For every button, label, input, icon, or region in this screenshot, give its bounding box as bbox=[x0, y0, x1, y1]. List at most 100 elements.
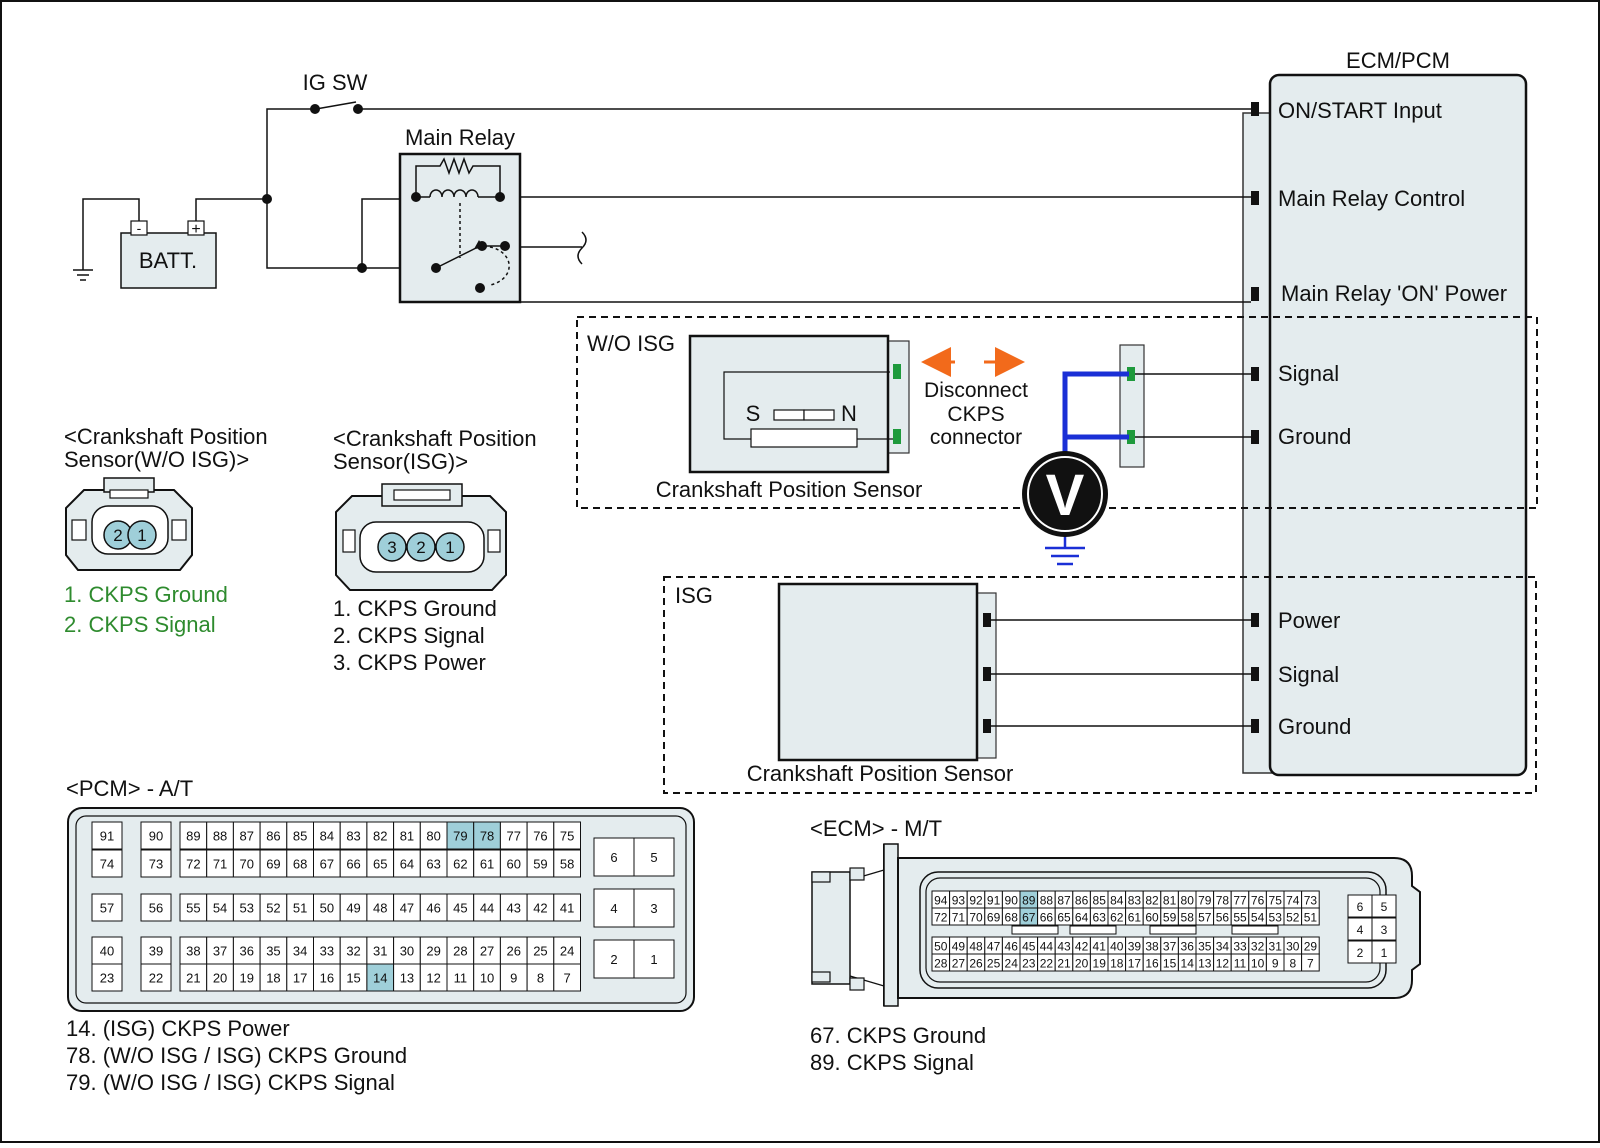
pin-number: 87 bbox=[240, 829, 254, 844]
pin-number: 84 bbox=[1110, 894, 1124, 908]
pin-number: 49 bbox=[952, 940, 966, 954]
pin-number: 70 bbox=[240, 857, 254, 872]
pin-number: 64 bbox=[400, 857, 414, 872]
pin-number: 77 bbox=[1233, 894, 1247, 908]
pcm-legend-3: 79. (W/O ISG / ISG) CKPS Signal bbox=[66, 1070, 395, 1095]
pcm-legend-1: 14. (ISG) CKPS Power bbox=[66, 1016, 290, 1041]
battery-negative: - bbox=[137, 220, 142, 236]
pin-number: 18 bbox=[1110, 957, 1124, 971]
pin-number: 7 bbox=[1307, 957, 1314, 971]
pin-cell bbox=[91, 821, 123, 850]
pin-number: 71 bbox=[213, 857, 227, 872]
pin-number: 6 bbox=[1357, 900, 1364, 914]
pin-number: 15 bbox=[346, 971, 360, 986]
pin-number: 94 bbox=[934, 894, 948, 908]
pin-number: 74 bbox=[100, 857, 114, 872]
pcm-title: <PCM> - A/T bbox=[66, 776, 193, 801]
pin-number: 32 bbox=[346, 944, 360, 959]
pin-number: 76 bbox=[1251, 894, 1265, 908]
pin-cell bbox=[633, 837, 675, 877]
isg-label: ISG bbox=[675, 583, 713, 608]
wo-isg-dashed-frame bbox=[576, 316, 1538, 509]
disconnect-text-2: CKPS bbox=[947, 403, 1004, 426]
pin-cell bbox=[206, 849, 234, 878]
pin-number: 4 bbox=[610, 901, 617, 916]
pin-number: 29 bbox=[1304, 940, 1318, 954]
pin-number: 13 bbox=[400, 971, 414, 986]
pin-number: 80 bbox=[426, 829, 440, 844]
pin-number: 57 bbox=[100, 901, 114, 916]
sensor-isg-caption: Crankshaft Position Sensor bbox=[747, 761, 1014, 786]
pin-cell bbox=[339, 936, 368, 965]
pin-number: 51 bbox=[1304, 911, 1318, 925]
pin-number: 80 bbox=[1181, 894, 1195, 908]
pin-number: 58 bbox=[1181, 911, 1195, 925]
pin-number: 21 bbox=[1057, 957, 1071, 971]
pin-number: 19 bbox=[1093, 957, 1107, 971]
pin-number: 8 bbox=[537, 971, 544, 986]
pin-number: 92 bbox=[969, 894, 983, 908]
pin-number: 56 bbox=[1216, 911, 1230, 925]
pin-number: 68 bbox=[293, 857, 307, 872]
pin-number: 40 bbox=[1110, 940, 1124, 954]
pin-cell bbox=[593, 939, 635, 979]
pin-cell bbox=[553, 936, 581, 965]
pin-cell bbox=[339, 963, 368, 992]
disconnect-text-1: Disconnect bbox=[924, 379, 1028, 402]
pin-cell bbox=[259, 849, 288, 878]
pin-cell bbox=[593, 837, 635, 877]
pin-number: 62 bbox=[453, 857, 467, 872]
pin-number: 6 bbox=[610, 850, 617, 865]
pin-number: 50 bbox=[320, 901, 334, 916]
pin-number: 17 bbox=[293, 971, 307, 986]
pin-number: 90 bbox=[1005, 894, 1019, 908]
pin-cell bbox=[286, 821, 314, 850]
pin-number: 81 bbox=[400, 829, 414, 844]
connector-isg-legend-2: 2. CKPS Signal bbox=[333, 623, 485, 648]
pin-cell bbox=[446, 893, 475, 922]
pin-cell bbox=[206, 893, 234, 922]
power-circuit bbox=[73, 101, 1251, 303]
pin-cell bbox=[499, 849, 528, 878]
pin-number: 25 bbox=[533, 944, 547, 959]
pin-number: 35 bbox=[266, 944, 280, 959]
pin-number: 34 bbox=[293, 944, 307, 959]
pin-cell bbox=[499, 893, 528, 922]
sensor-wo-isg-body bbox=[688, 334, 890, 474]
pin-cell bbox=[553, 821, 581, 850]
connector-isg-pin-1: 1 bbox=[445, 538, 454, 557]
pin-number: 28 bbox=[934, 957, 948, 971]
pin-number: 74 bbox=[1286, 894, 1300, 908]
pin-number: 38 bbox=[186, 944, 200, 959]
pin-number: 82 bbox=[1145, 894, 1159, 908]
pin-cell bbox=[313, 936, 341, 965]
pin-cell bbox=[419, 963, 448, 992]
pin-number: 70 bbox=[969, 911, 983, 925]
pin-number: 83 bbox=[1128, 894, 1142, 908]
pin-number: 4 bbox=[1357, 923, 1364, 937]
pin-cell bbox=[286, 849, 314, 878]
pin-number: 91 bbox=[100, 829, 114, 844]
pin-number: 29 bbox=[426, 944, 440, 959]
pin-number: 16 bbox=[320, 971, 334, 986]
ig-sw-label: IG SW bbox=[303, 70, 368, 95]
pin-number: 26 bbox=[969, 957, 983, 971]
pin-number: 14 bbox=[1181, 957, 1195, 971]
pin-number: 1 bbox=[650, 952, 657, 967]
pin-cell bbox=[393, 849, 421, 878]
ecm-pcm-box bbox=[1268, 73, 1528, 777]
pin-number: 55 bbox=[186, 901, 200, 916]
pin-cell bbox=[140, 963, 172, 992]
pin-cell bbox=[140, 936, 172, 965]
pin-number: 76 bbox=[533, 829, 547, 844]
pin-cell bbox=[499, 821, 528, 850]
pin-cell bbox=[633, 888, 675, 928]
pin-number: 69 bbox=[987, 911, 1001, 925]
pin-number: 58 bbox=[560, 857, 574, 872]
pin-number: 60 bbox=[1145, 911, 1159, 925]
pin-number: 26 bbox=[507, 944, 521, 959]
connector-isg-legend-3: 3. CKPS Power bbox=[333, 650, 486, 675]
